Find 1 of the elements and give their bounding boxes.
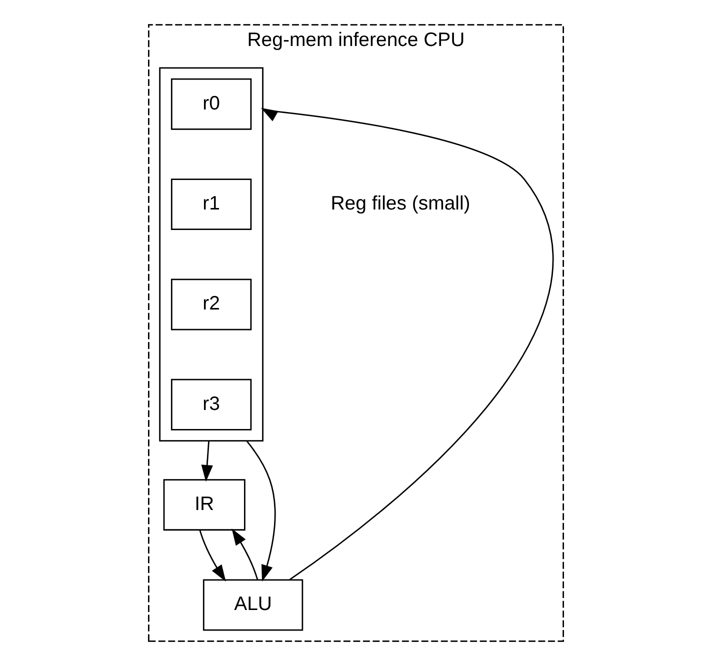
node-label: Reg files (small) [330,192,470,214]
